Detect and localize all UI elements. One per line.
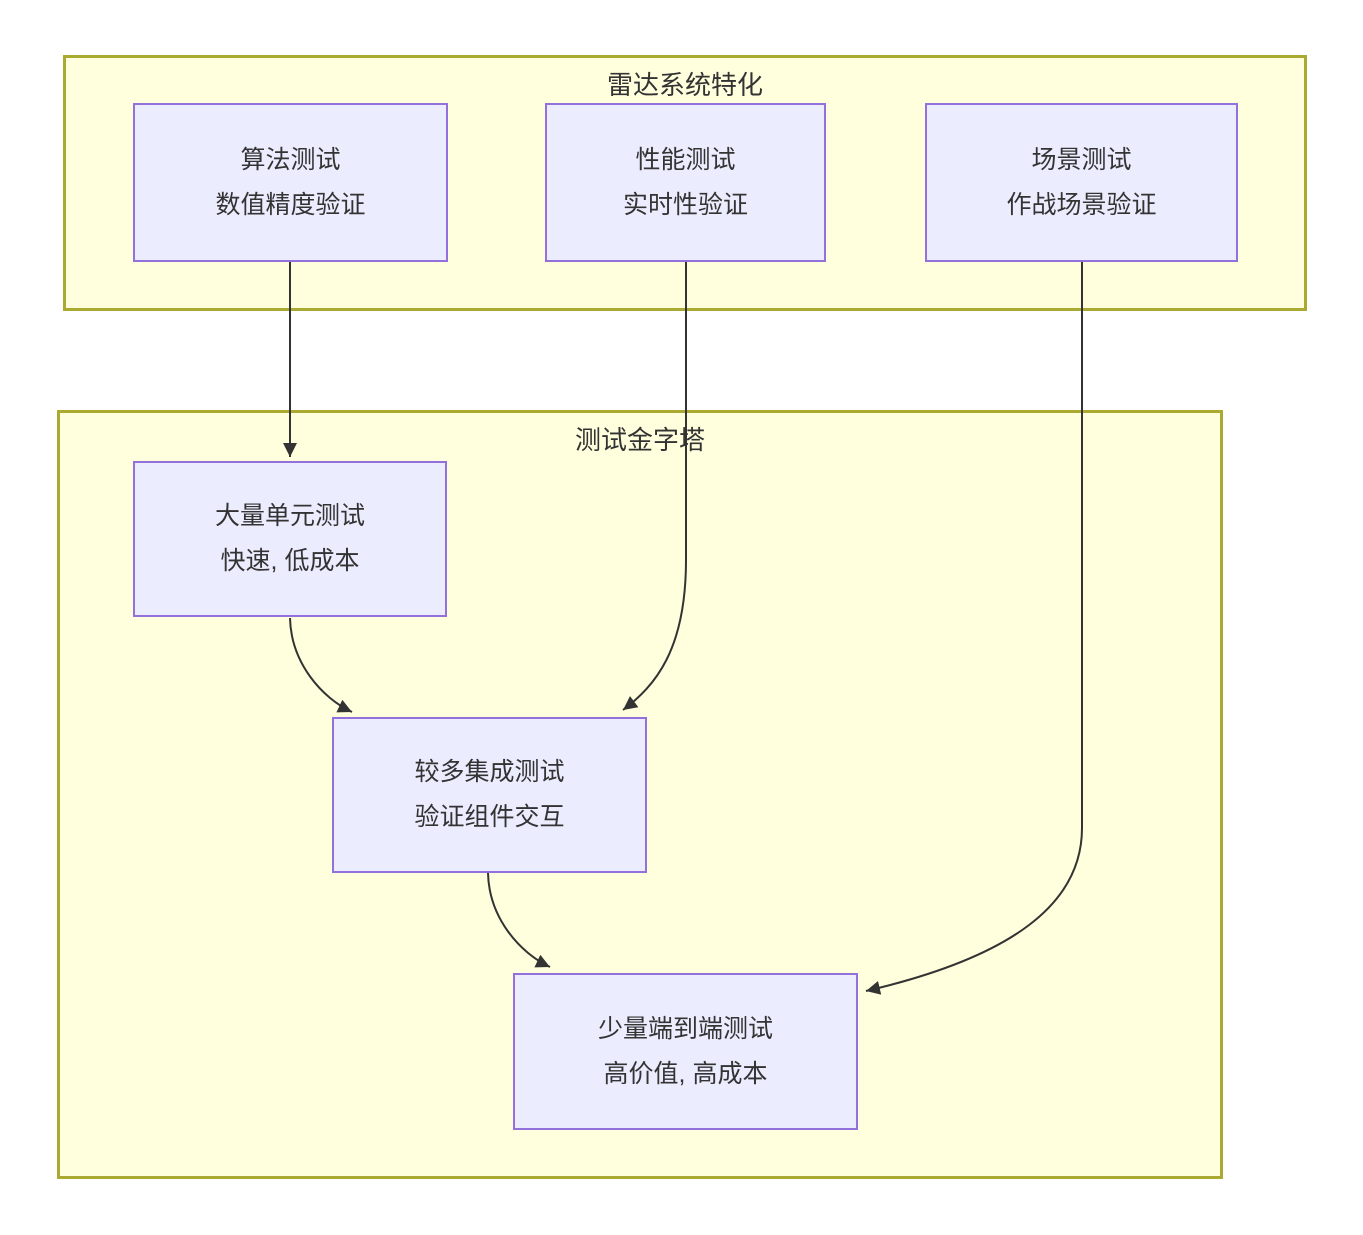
node-integration-test: 较多集成测试 验证组件交互 — [332, 717, 647, 873]
node-performance-test: 性能测试 实时性验证 — [545, 103, 826, 262]
node-performance-test-line2: 实时性验证 — [622, 190, 748, 219]
node-scenario-test-line2: 作战场景验证 — [1006, 190, 1157, 219]
node-algorithm-test-line1: 算法测试 — [240, 145, 341, 174]
node-scenario-test-line1: 场景测试 — [1031, 145, 1132, 174]
node-performance-test-line1: 性能测试 — [635, 145, 736, 174]
node-integration-test-line1: 较多集成测试 — [414, 758, 565, 786]
node-unit-test-line2: 快速, 低成本 — [220, 547, 360, 575]
node-algorithm-test: 算法测试 数值精度验证 — [133, 103, 448, 262]
cluster-title-radar-specialization: 雷达系统特化 — [606, 70, 763, 100]
node-unit-test-line1: 大量单元测试 — [214, 502, 365, 530]
node-e2e-test-line1: 少量端到端测试 — [597, 1014, 773, 1043]
node-algorithm-test-line2: 数值精度验证 — [215, 190, 366, 219]
node-integration-test-line2: 验证组件交互 — [414, 803, 565, 831]
node-e2e-test-line2: 高价值, 高成本 — [603, 1059, 768, 1088]
cluster-title-test-pyramid: 测试金字塔 — [574, 425, 705, 455]
node-unit-test: 大量单元测试 快速, 低成本 — [133, 461, 447, 617]
node-e2e-test: 少量端到端测试 高价值, 高成本 — [513, 973, 858, 1130]
node-scenario-test: 场景测试 作战场景验证 — [925, 103, 1238, 262]
